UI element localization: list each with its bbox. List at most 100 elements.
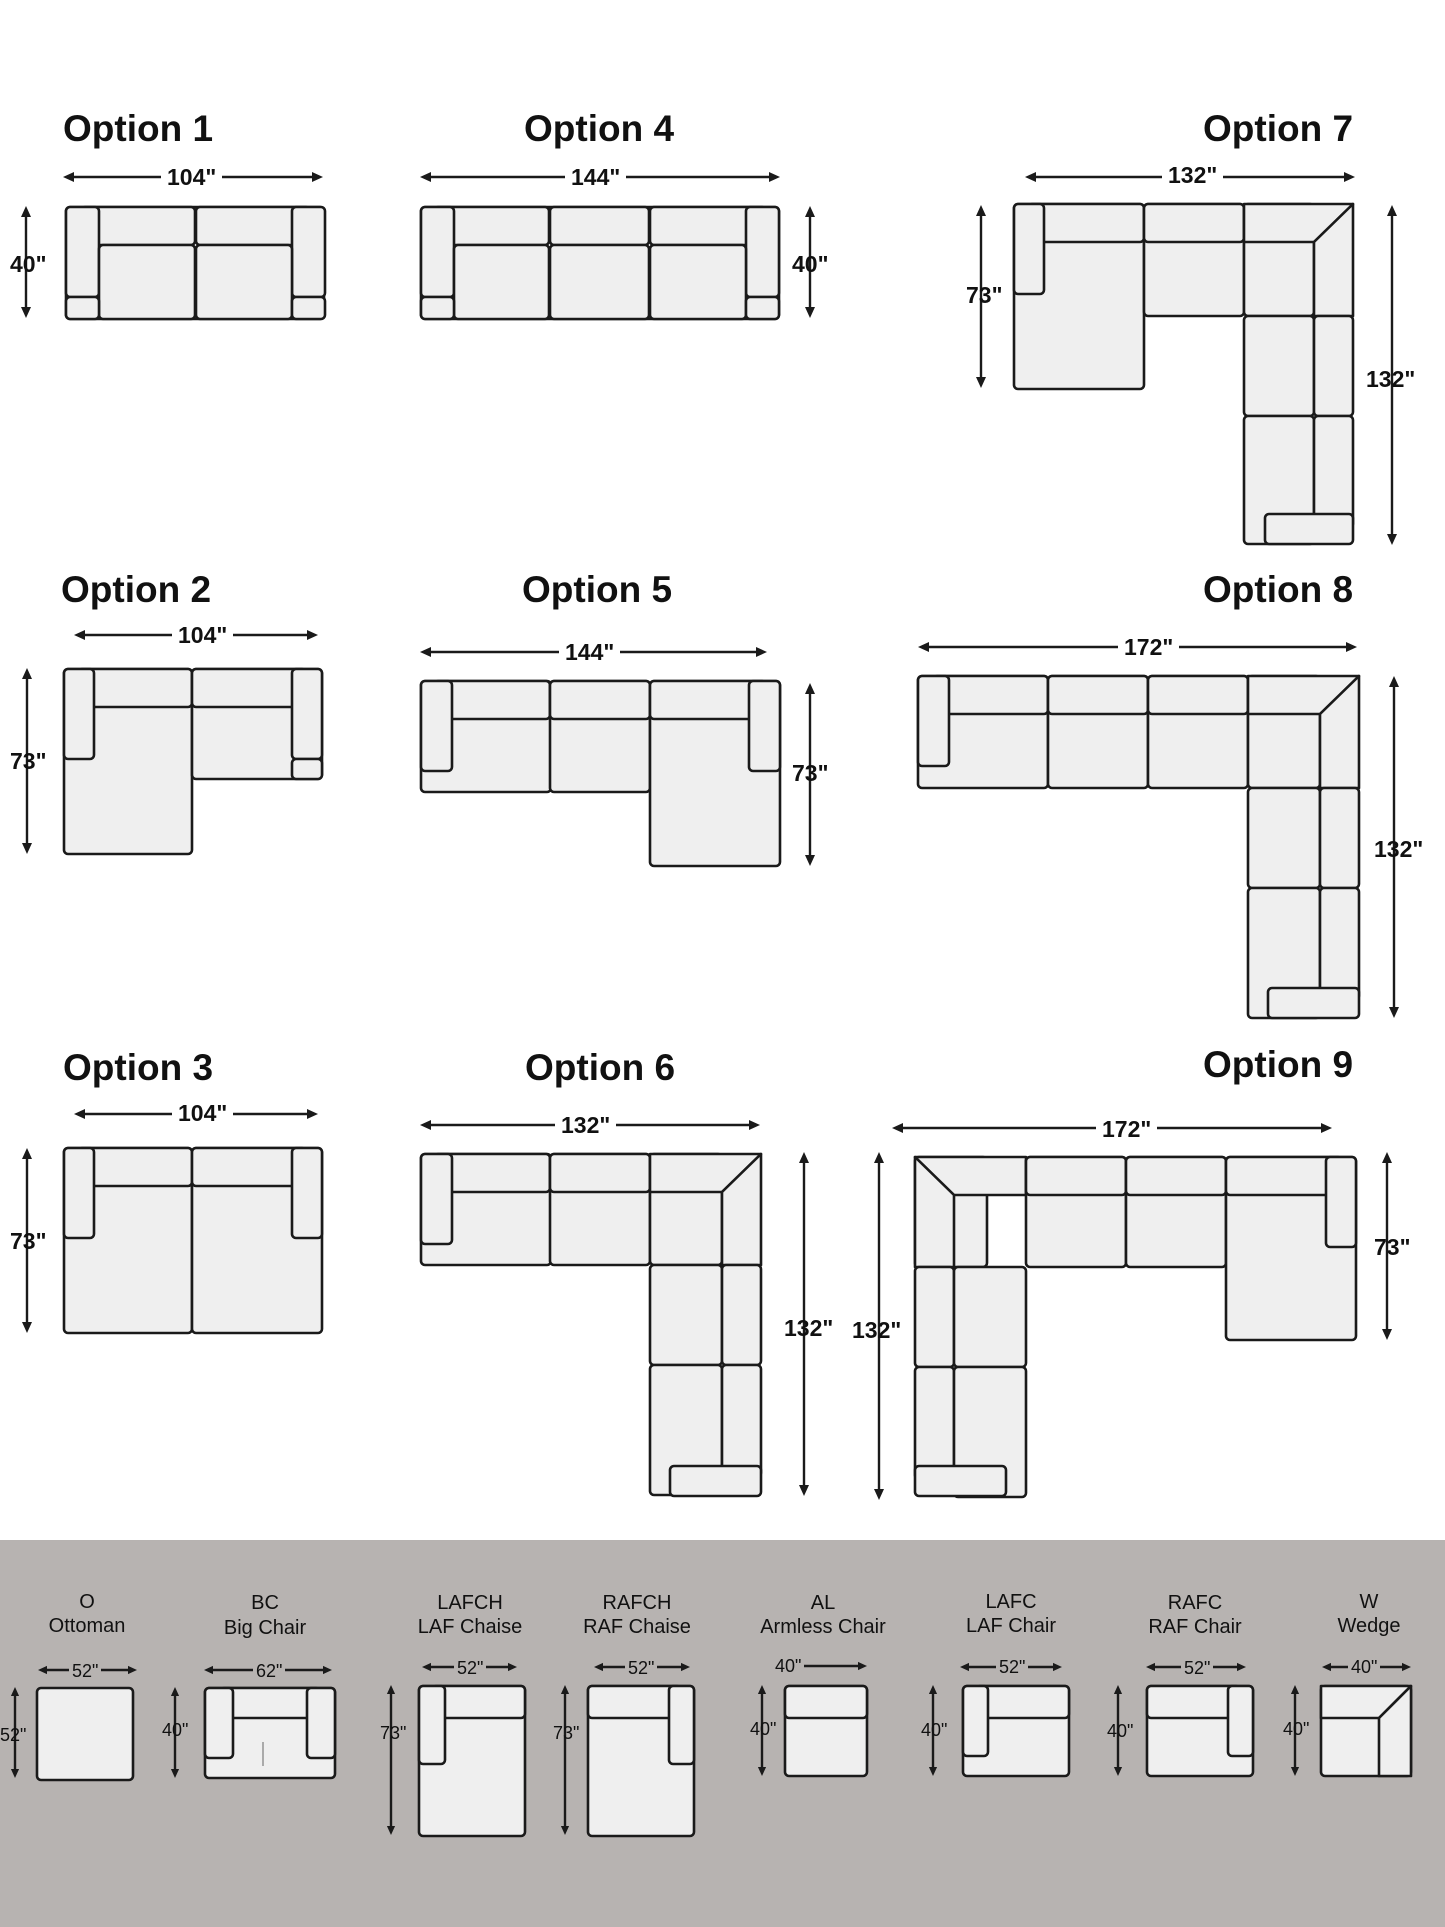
arm-front [1266,986,1361,1020]
legend-depth-raf-chair: 40" [1107,1721,1134,1741]
legend-code-wedge: W [1359,1591,1379,1613]
option-4-width: 144" [565,166,627,189]
arrow-head [799,1152,809,1163]
back-cushion [1024,1155,1128,1197]
option-7-title: Option 7 [1203,108,1354,149]
option-1-depth: 40" [10,251,47,277]
legend-depth-big-chair: 40" [162,1720,189,1740]
option-5-width: 144" [559,641,621,664]
arrow-head [204,1665,213,1675]
arrow-head [858,1661,867,1671]
back-cushion [1312,314,1355,418]
arrow-head [1322,1662,1331,1672]
arrow-head [420,647,431,657]
option-6-title: Option 6 [525,1047,676,1088]
legend-code-big-chair: BC [251,1592,279,1614]
arrow-head [74,630,85,640]
arrow-head [928,1685,938,1694]
arrow-head [681,1662,690,1672]
back-cushion [1124,1155,1228,1197]
legend-width-laf-chaise: 52" [454,1659,487,1677]
arrow-head [508,1662,517,1672]
left-arm [62,1146,96,1240]
seat-cushion [452,243,551,321]
legend-name-big-chair: Big Chair [223,1617,307,1639]
right-arm [290,1146,324,1240]
option-8-title: Option 8 [1203,569,1354,610]
right-arm [290,667,324,761]
wedge-back [1377,1684,1413,1778]
arm-front [1263,512,1355,546]
arrow-head [21,206,31,217]
arrow-head [1344,172,1355,182]
back-cushion [1146,674,1250,716]
arrow-head [420,1120,431,1130]
legend-code-laf-chair: LAFC [985,1591,1037,1613]
legend-name-wedge: Wedge [1337,1615,1401,1637]
legend-code-ottoman: O [79,1591,95,1613]
back-cushion [1142,202,1246,244]
right-arm [747,679,782,773]
arrow-head [928,1767,938,1776]
legend-width-armless-chair: 40" [772,1657,805,1675]
arm-front [290,295,327,321]
arrow-head [560,1685,570,1694]
arrow-head [1387,205,1397,216]
left-arm [419,1152,454,1246]
back-cushion [548,205,651,247]
back-cushion [586,1684,683,1720]
arrow-head [892,1123,903,1133]
option-2-title: Option 2 [61,569,212,610]
arrow-head [10,1769,20,1778]
arrow-head [22,843,32,854]
left-arm [916,674,951,768]
armless-seat [1246,786,1322,890]
back-cushion [913,1365,956,1481]
arrow-head [749,1120,760,1130]
back-cushion [548,679,652,721]
ottoman [35,1686,135,1782]
back-cushion [1145,1684,1242,1720]
right-arm [744,205,781,299]
arm-front [419,295,456,321]
option-3-title: Option 3 [63,1047,214,1088]
arrow-head [757,1767,767,1776]
arrow-head [307,1109,318,1119]
option-9-width: 172" [1096,1118,1158,1141]
option-2-depth: 73" [10,748,47,774]
arrow-head [1346,642,1357,652]
legend-code-laf-chaise: LAFCH [437,1592,503,1614]
arrow-head [1402,1662,1411,1672]
legend-width-wedge: 40" [1348,1658,1381,1676]
arrow-head [22,668,32,679]
arrow-head [10,1687,20,1696]
arrow-head [1237,1662,1246,1672]
arrow-head [1389,676,1399,687]
arrow-head [976,377,986,388]
legend-width-big-chair: 62" [253,1662,286,1680]
option-1-width: 104" [161,166,223,189]
arrow-head [1290,1685,1300,1694]
arrow-head [1382,1329,1392,1340]
option-4-title: Option 4 [524,108,675,149]
legend-depth-ottoman: 52" [0,1725,27,1745]
arm-front [668,1464,763,1498]
arrow-head [756,647,767,657]
arrow-head [63,172,74,182]
legend-depth-wedge: 40" [1283,1719,1310,1739]
arrow-head [594,1662,603,1672]
seat-cushion [194,243,294,321]
legend-code-raf-chair: RAFC [1167,1592,1223,1614]
arrow-head [128,1665,137,1675]
option-5-depth: 73" [792,760,829,786]
right-arm [1226,1684,1255,1758]
arrow-head [874,1152,884,1163]
arrow-head [1321,1123,1332,1133]
corner-back [720,1152,763,1267]
arm-front [290,757,324,781]
arrow-head [1025,172,1036,182]
legend-name-laf-chair: LAF Chair [965,1615,1057,1637]
left-arm [62,667,96,761]
back-cushion [1026,202,1146,244]
